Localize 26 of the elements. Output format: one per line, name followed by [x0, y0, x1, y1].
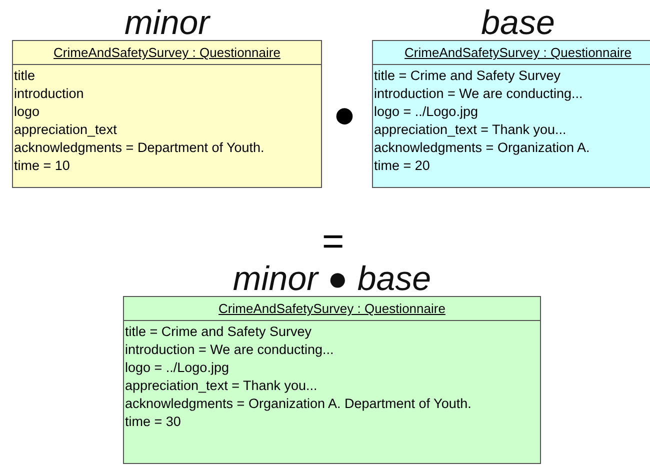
attribute-text: title = Crime and Safety Survey	[125, 323, 312, 341]
object-role-title: base	[480, 6, 556, 40]
attribute-text: logo = ../Logo.jpg	[125, 359, 229, 377]
object-name: CrimeAndSafetySurvey : Questionnaire	[13, 41, 321, 65]
attribute-text: time = 20	[374, 157, 430, 175]
object-role-title: minor ● base	[232, 262, 432, 296]
attribute-text: title	[14, 67, 36, 85]
attribute-text: introduction = We are conducting...	[125, 341, 334, 359]
attribute-text: time = 30	[125, 413, 181, 431]
attribute-text: time = 10	[14, 157, 70, 175]
attribute-text: appreciation_text	[14, 121, 117, 139]
attribute-text: introduction = We are conducting...	[374, 85, 583, 103]
attribute-text: introduction	[14, 85, 84, 103]
attribute-text: appreciation_text = Thank you...	[374, 121, 566, 139]
equals-sign: =	[322, 222, 344, 262]
attribute-text: logo	[14, 103, 40, 121]
attribute-text: acknowledgments = Organization A.	[374, 139, 590, 157]
attribute-text: acknowledgments = Organization A. Department of Youth.	[125, 395, 472, 413]
object-name: CrimeAndSafetySurvey : Questionnaire	[373, 41, 650, 65]
attribute-text: title = Crime and Safety Survey	[374, 67, 560, 85]
operator-symbol: ●	[333, 95, 356, 135]
attribute-text: appreciation_text = Thank you...	[125, 377, 318, 395]
attribute-text: acknowledgments = Department of Youth.	[14, 139, 264, 157]
object-role-title: minor	[123, 6, 212, 40]
attribute-text: logo = ../Logo.jpg	[374, 103, 478, 121]
object-name: CrimeAndSafetySurvey : Questionnaire	[124, 297, 540, 321]
